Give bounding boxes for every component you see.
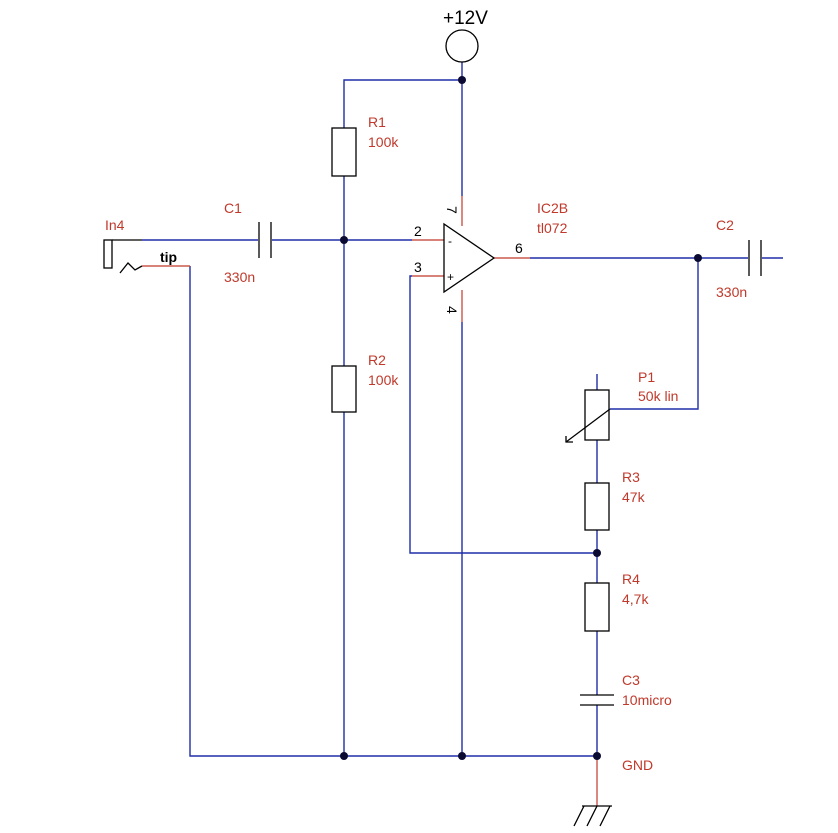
- p1-value: 50k lin: [638, 388, 678, 404]
- jack-tip-label: tip: [160, 249, 177, 265]
- c3-ref: C3: [622, 672, 640, 688]
- c3-value: 10micro: [622, 692, 672, 708]
- ic-value: tl072: [537, 220, 568, 236]
- input-jack-in4: tip In4: [103, 217, 177, 274]
- r2-ref: R2: [368, 352, 386, 368]
- resistor-r4: [584, 582, 610, 632]
- gnd-label: GND: [622, 757, 653, 773]
- jack-body: [103, 239, 113, 269]
- c2-value: 330n: [716, 284, 747, 300]
- p1-ref: P1: [638, 369, 655, 385]
- wire-tip-to-gnd: [189, 266, 597, 757]
- supply-symbol: +12V: [443, 8, 488, 63]
- junctions: [340, 76, 702, 760]
- jack-ref-label: In4: [105, 217, 125, 233]
- supply-circle: [445, 29, 479, 63]
- wire-vcc-rail: [343, 79, 462, 128]
- junction-input-node: [340, 236, 348, 244]
- gnd-hatch-1: [573, 805, 585, 827]
- pin-stubs: [142, 196, 598, 806]
- junction-output: [694, 254, 702, 262]
- resistor-r2: [331, 365, 357, 413]
- wire-pin3-feedback: [409, 275, 597, 554]
- jack-tip-contact: [119, 262, 143, 274]
- junction-gnd-pin4: [458, 752, 466, 760]
- junction-feedback: [593, 549, 601, 557]
- c1-value: 330n: [224, 269, 255, 285]
- r4-ref: R4: [622, 571, 640, 587]
- opamp-triangle: [443, 222, 496, 294]
- opamp-noninv-sign: +: [447, 270, 454, 284]
- pot-body: [584, 389, 610, 441]
- r3-ref: R3: [622, 469, 640, 485]
- capacitor-c3: [580, 694, 614, 706]
- gnd-hatch-2: [586, 805, 598, 827]
- c1-ref: C1: [224, 200, 242, 216]
- ic-ref: IC2B: [537, 200, 568, 216]
- pin-number-2: 2: [414, 223, 422, 239]
- wire-out-to-p1: [610, 258, 699, 410]
- ground-symbol: GND: [573, 757, 653, 827]
- pot-arrow-shaft: [565, 408, 611, 443]
- r2-value: 100k: [368, 372, 399, 388]
- pot-arrow-head: [565, 436, 573, 443]
- capacitor-c1: [258, 222, 272, 258]
- pin-number-3: 3: [414, 259, 422, 275]
- pin-number-6: 6: [515, 240, 523, 256]
- capacitor-c2: [748, 240, 762, 276]
- junction-vcc: [458, 76, 466, 84]
- r1-ref: R1: [368, 114, 386, 130]
- r4-value: 4,7k: [622, 591, 649, 607]
- component-labels: R1 100k R2 100k C1 330n IC2B tl072 C2 33…: [224, 114, 747, 708]
- junction-gnd-r2: [340, 752, 348, 760]
- c2-ref: C2: [716, 217, 734, 233]
- junction-gnd-c3: [593, 752, 601, 760]
- pin-number-7: 7: [444, 206, 460, 214]
- opamp-inv-sign: -: [448, 234, 452, 248]
- gnd-hatch-3: [599, 805, 611, 827]
- opamp-ic2b: - + 2 3 6 7 4: [414, 206, 523, 314]
- r3-value: 47k: [622, 489, 646, 505]
- resistor-r3: [584, 482, 610, 531]
- resistor-r1: [331, 127, 357, 177]
- r1-value: 100k: [368, 134, 399, 150]
- wires: [142, 62, 783, 757]
- supply-label: +12V: [443, 8, 488, 29]
- pin-number-4: 4: [444, 306, 460, 314]
- potentiometer-p1: [565, 389, 611, 443]
